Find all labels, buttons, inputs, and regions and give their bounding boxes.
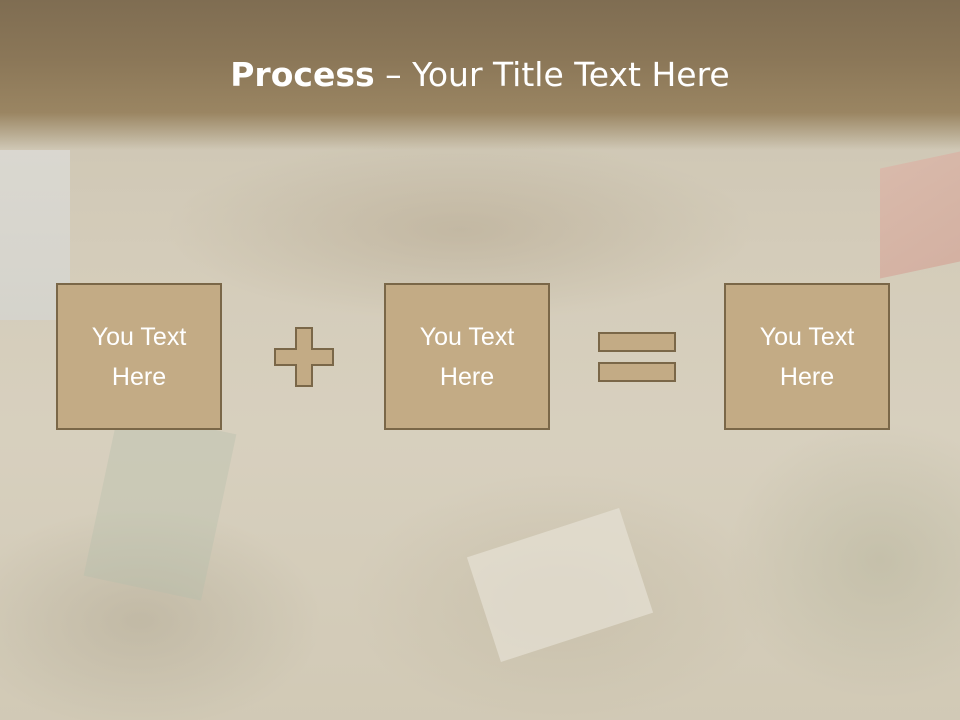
title-rest: – Your Title Text Here bbox=[374, 55, 730, 94]
equals-icon bbox=[598, 332, 676, 382]
slide-title: Process – Your Title Text Here bbox=[0, 54, 960, 96]
process-box-2: You Text Here bbox=[384, 283, 550, 430]
process-box-text: You Text Here bbox=[91, 322, 187, 391]
process-box-1: You Text Here bbox=[56, 283, 222, 430]
plus-icon bbox=[274, 327, 334, 387]
process-box-text: You Text Here bbox=[419, 322, 515, 391]
header-band bbox=[0, 0, 960, 150]
process-box-3: You Text Here bbox=[724, 283, 890, 430]
title-bold: Process bbox=[230, 55, 375, 94]
process-box-text: You Text Here bbox=[759, 322, 855, 391]
